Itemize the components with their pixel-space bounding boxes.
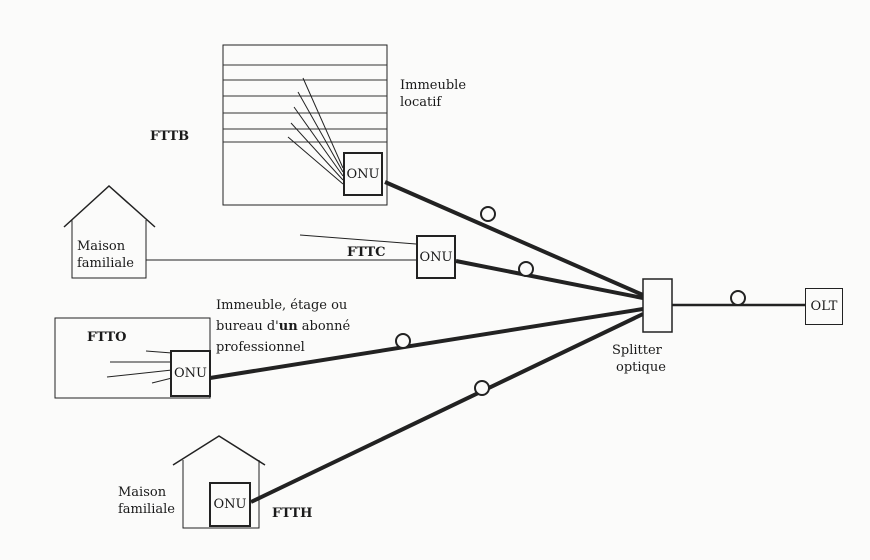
onu-ftth: ONU	[209, 482, 251, 527]
ftth-label: FTTH	[272, 506, 313, 521]
building-floors	[223, 64, 387, 143]
maison-2-line2: familiale	[118, 502, 175, 517]
coil-5	[730, 290, 746, 306]
maison-1-label: Maison familiale	[77, 238, 134, 272]
splitter-label: Splitter optique	[612, 342, 666, 376]
coil-2	[518, 261, 534, 277]
house-2-roof	[172, 435, 266, 466]
onu-ftto-label: ONU	[174, 366, 207, 381]
maison-1-line2: familiale	[77, 256, 134, 271]
house-2-walls	[182, 460, 260, 529]
coil-4	[474, 380, 490, 396]
onu-fttc: ONU	[416, 235, 456, 279]
immeuble-locatif-line1: Immeuble	[400, 78, 467, 93]
coil-3	[395, 333, 411, 349]
immeuble-locatif-label: Immeuble locatif	[400, 77, 466, 111]
optical-splitter	[642, 278, 673, 333]
pro-building-label: Immeuble, étage ou bureau d'un abonné pr…	[216, 295, 350, 358]
pro-line2-c: abonné	[297, 319, 351, 334]
pro-line2-b: un	[278, 319, 298, 334]
apartment-building	[222, 44, 388, 206]
splitter-line1: Splitter	[612, 343, 662, 358]
pro-line1: Immeuble, étage ou	[216, 298, 348, 313]
olt-box: OLT	[805, 288, 843, 325]
office-drops	[106, 350, 173, 384]
fttc-branch-line	[299, 234, 417, 245]
fiber-coils	[395, 206, 746, 396]
maison-2-label: Maison familiale	[118, 484, 175, 518]
maison-1-line1: Maison	[77, 239, 126, 254]
building-drops	[287, 77, 344, 185]
olt-label: OLT	[810, 299, 838, 314]
house-1-roof	[63, 184, 156, 228]
onu-fttc-label: ONU	[419, 249, 453, 265]
ftto-label: FTTO	[87, 330, 127, 345]
pro-line2-a: bureau d'	[216, 319, 279, 334]
pro-line3: professionnel	[216, 340, 305, 355]
onu-ftto: ONU	[170, 350, 211, 397]
pro-line2: bureau d'un abonné	[216, 316, 350, 337]
onu-ftth-label: ONU	[213, 497, 247, 512]
fttc-label: FTTC	[347, 245, 386, 260]
fttb-label: FTTB	[150, 129, 190, 144]
onu-fttb-label: ONU	[346, 166, 380, 182]
onu-fttb: ONU	[343, 152, 383, 196]
immeuble-locatif-line2: locatif	[400, 95, 442, 110]
maison-2-line1: Maison	[118, 485, 167, 500]
splitter-line2: optique	[616, 360, 666, 375]
coil-1	[480, 206, 496, 222]
fiber-links	[209, 180, 644, 504]
house-1-walls	[71, 220, 147, 279]
